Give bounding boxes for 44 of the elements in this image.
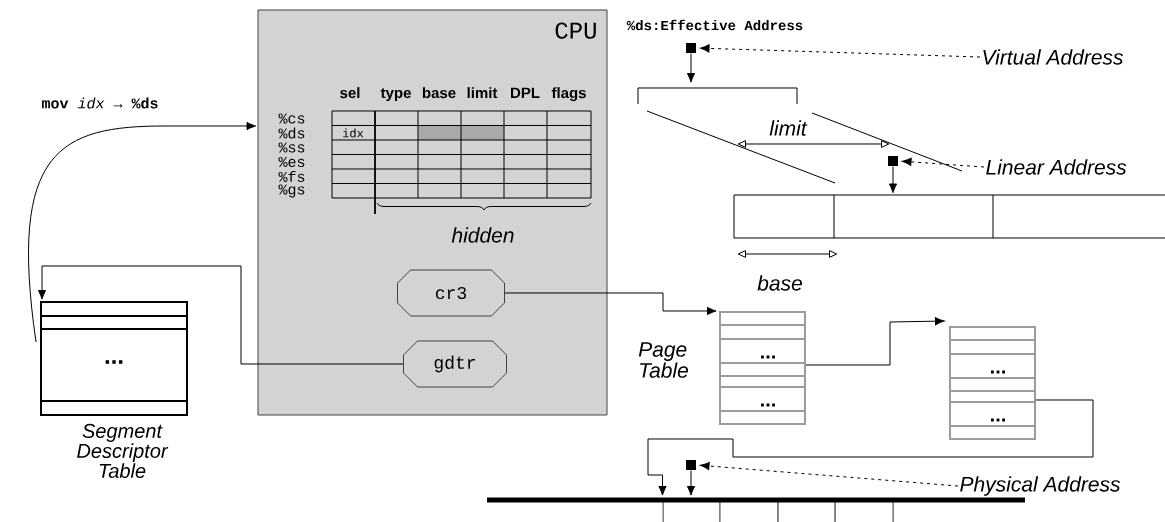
arrow (805, 317, 945, 366)
arrow (888, 166, 898, 194)
address-space-bar (733, 194, 1165, 239)
arrow (504, 292, 717, 316)
dimension-label: limit (769, 120, 808, 136)
column-header: type (380, 88, 411, 102)
page-table: ... ... (719, 311, 806, 425)
edge-label: mov idx → %ds (42, 97, 158, 109)
arrow (686, 53, 696, 83)
code-label: %ds:Effective Address (626, 19, 803, 31)
address-marker (686, 460, 696, 470)
column-header: limit (467, 87, 498, 99)
arrow (699, 461, 959, 487)
arrow (901, 157, 985, 168)
column-header: base (422, 87, 456, 99)
register-box: cr3 (397, 269, 505, 317)
register-name: %cs (278, 113, 305, 124)
arrow (686, 470, 696, 496)
register-name: %es (278, 156, 305, 168)
register-table: idx (331, 110, 592, 215)
register-name: %ss (278, 142, 305, 153)
address-label: Virtual Address (983, 49, 1124, 65)
arrow (699, 44, 981, 58)
register-name: %fs (278, 171, 305, 182)
arrow (37, 265, 404, 365)
column-header: DPL (511, 87, 540, 98)
dimension-label: base (757, 275, 802, 291)
register-name: %ds (278, 127, 305, 139)
arrow (647, 399, 1094, 496)
address-label: Physical Address (960, 476, 1121, 496)
descriptor-table: ... (40, 301, 188, 416)
memory-bar (487, 497, 1025, 522)
column-header: flags (551, 87, 586, 102)
table-caption: Page Table (638, 342, 688, 378)
address-label: Linear Address (986, 159, 1127, 175)
address-marker (686, 43, 696, 53)
address-marker (888, 156, 898, 166)
brace-label: hidden (451, 227, 514, 243)
page-table: ... ... (949, 326, 1036, 440)
register-box: gdtr (403, 340, 507, 388)
table-caption: Segment Descriptor Table (77, 423, 169, 478)
arrow (28, 121, 257, 343)
column-header: sel (340, 87, 360, 99)
register-name: %gs (278, 184, 305, 198)
